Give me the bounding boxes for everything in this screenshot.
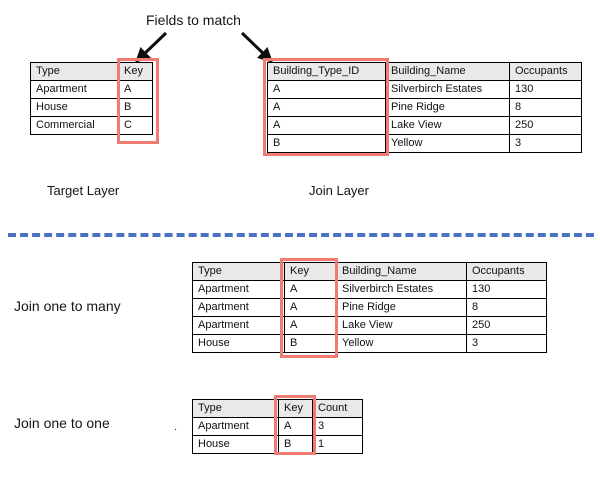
cell-building-type-id: A [267,98,386,117]
cell-key: A [284,298,337,317]
cell-key: B [278,435,313,454]
table-row: Commercial C [30,116,153,135]
target-layer-caption: Target Layer [47,183,120,198]
cell-type: House [192,334,285,353]
table-header-row: Type Key [30,62,153,81]
cell-type: Apartment [192,280,285,299]
table-row: Apartment A Pine Ridge 8 [192,298,547,317]
column-header-type: Type [192,262,285,281]
cell-occupants: 250 [466,316,547,335]
cell-key: A [284,316,337,335]
cell-occupants: 8 [509,98,582,117]
stray-dot-marker: . [174,421,178,433]
cell-building-type-id: B [267,134,386,153]
cell-occupants: 250 [509,116,582,135]
cell-count: 1 [312,435,363,454]
column-header-building-name: Building_Name [385,62,510,81]
table-row: House B [30,98,153,117]
cell-building-name: Pine Ridge [336,298,467,317]
cell-building-name: Lake View [385,116,510,135]
arrow-down-left-icon [134,31,168,63]
table-row: A Silverbirch Estates 130 [267,80,582,99]
cell-type: House [192,435,279,454]
table-header-row: Type Key Building_Name Occupants [192,262,547,281]
table-row: A Pine Ridge 8 [267,98,582,117]
cell-key: B [118,98,153,117]
cell-key: A [118,80,153,99]
cell-key: B [284,334,337,353]
join-layer-caption: Join Layer [309,183,369,198]
column-header-type: Type [192,399,279,418]
column-header-building-name: Building_Name [336,262,467,281]
cell-type: Apartment [192,298,285,317]
column-header-occupants: Occupants [466,262,547,281]
table-row: Apartment A Silverbirch Estates 130 [192,280,547,299]
cell-occupants: 8 [466,298,547,317]
cell-building-name: Yellow [336,334,467,353]
cell-type: Apartment [192,316,285,335]
cell-building-name: Yellow [385,134,510,153]
cell-key: A [284,280,337,299]
table-row: House B 1 [192,435,363,454]
cell-building-name: Silverbirch Estates [336,280,467,299]
cell-occupants: 3 [509,134,582,153]
column-header-count: Count [312,399,363,418]
table-row: B Yellow 3 [267,134,582,153]
table-row: Apartment A 3 [192,417,363,436]
fields-to-match-label: Fields to match [146,12,241,28]
cell-key: A [278,417,313,436]
cell-building-name: Lake View [336,316,467,335]
cell-building-name: Pine Ridge [385,98,510,117]
cell-type: Commercial [30,116,119,135]
table-header-row: Type Key Count [192,399,363,418]
target-layer-table: Type Key Apartment A House B Commercial … [30,62,153,135]
cell-building-type-id: A [267,116,386,135]
join-layer-table: Building_Type_ID Building_Name Occupants… [267,62,582,153]
table-header-row: Building_Type_ID Building_Name Occupants [267,62,582,81]
cell-type: Apartment [192,417,279,436]
table-row: Apartment A [30,80,153,99]
column-header-occupants: Occupants [509,62,582,81]
join-one-to-one-label: Join one to one [14,415,110,431]
cell-type: Apartment [30,80,119,99]
cell-count: 3 [312,417,363,436]
cell-building-type-id: A [267,80,386,99]
table-row: House B Yellow 3 [192,334,547,353]
arrow-down-right-icon [240,31,274,63]
section-divider [8,233,594,237]
cell-key: C [118,116,153,135]
column-header-type: Type [30,62,119,81]
cell-occupants: 130 [509,80,582,99]
join-one-to-many-table: Type Key Building_Name Occupants Apartme… [192,262,547,353]
cell-building-name: Silverbirch Estates [385,80,510,99]
cell-occupants: 3 [466,334,547,353]
table-row: A Lake View 250 [267,116,582,135]
join-one-to-one-table: Type Key Count Apartment A 3 House B 1 [192,399,363,454]
column-header-building-type-id: Building_Type_ID [267,62,386,81]
column-header-key: Key [284,262,337,281]
join-one-to-many-label: Join one to many [14,298,121,314]
cell-occupants: 130 [466,280,547,299]
table-row: Apartment A Lake View 250 [192,316,547,335]
column-header-key: Key [118,62,153,81]
column-header-key: Key [278,399,313,418]
cell-type: House [30,98,119,117]
